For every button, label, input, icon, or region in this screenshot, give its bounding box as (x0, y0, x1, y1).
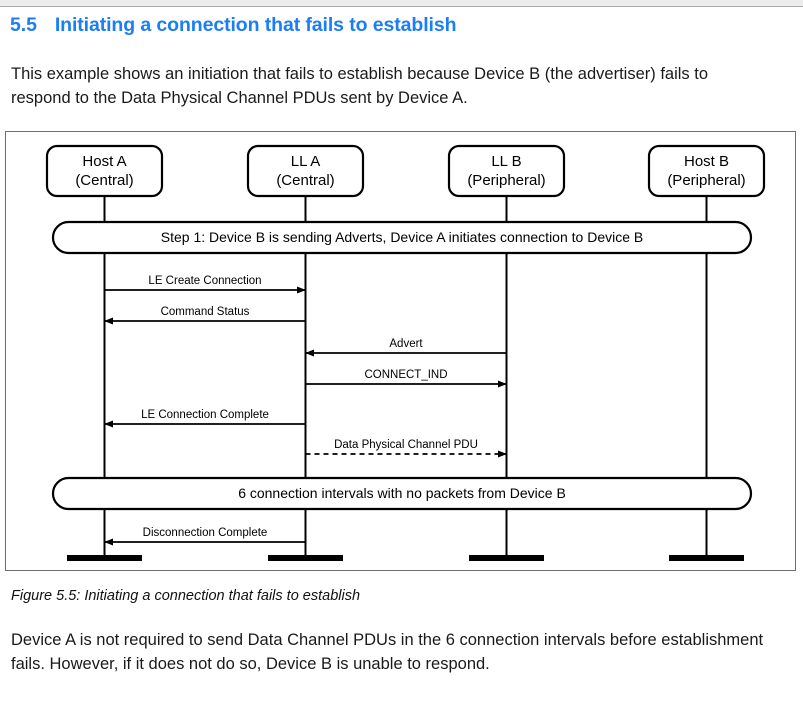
banner-six-connection-intervals: 6 connection intervals with no packets f… (51, 476, 753, 511)
closing-paragraph: Device A is not required to send Data Ch… (11, 631, 764, 673)
lifeline-head-ll-a-line2: (Central) (276, 172, 334, 189)
lifeline-head-ll-a: LL A (Central) (246, 144, 365, 198)
message-disconnection-complete-label: Disconnection Complete (143, 527, 268, 539)
section-number: 5.5 (10, 14, 37, 36)
banner-step-1-label: Step 1: Device B is sending Adverts, Dev… (161, 229, 643, 245)
message-le-create-connection: LE Create Connection (104, 275, 306, 294)
page-title: 5.5 Initiating a connection that fails to… (10, 14, 790, 37)
message-data-physical-channel-pdu-label: Data Physical Channel PDU (334, 439, 478, 451)
message-command-status: Command Status (104, 306, 306, 325)
sequence-diagram-canvas: Host A (Central) LL A (Central) LL B (Pe… (45, 144, 766, 561)
message-disconnection-complete: Disconnection Complete (104, 527, 306, 546)
banner-step-1: Step 1: Device B is sending Adverts, Dev… (51, 220, 753, 255)
lifeline-head-host-b-line1: Host B (684, 153, 729, 170)
message-data-physical-channel-pdu: Data Physical Channel PDU (305, 439, 507, 458)
message-command-status-label: Command Status (161, 306, 250, 318)
lifeline-head-host-a-line2: (Central) (75, 172, 133, 189)
lifeline-head-host-b-line2: (Peripheral) (667, 172, 745, 189)
lifeline-head-host-a-line1: Host A (82, 153, 126, 170)
lifeline-head-ll-a-line1: LL A (291, 153, 320, 170)
lifeline-head-host-b: Host B (Peripheral) (647, 144, 766, 198)
banner-six-connection-intervals-label: 6 connection intervals with no packets f… (238, 485, 566, 501)
lifeline-head-host-a: Host A (Central) (45, 144, 164, 198)
message-advert: Advert (305, 338, 507, 357)
message-le-connection-complete: LE Connection Complete (104, 409, 306, 428)
lifeline-head-ll-b-line2: (Peripheral) (467, 172, 545, 189)
sequence-diagram-figure: Host A (Central) LL A (Central) LL B (Pe… (5, 131, 796, 571)
message-advert-label: Advert (389, 338, 423, 350)
figure-caption: Figure 5.5: Initiating a connection that… (11, 588, 361, 604)
lifeline-head-ll-b: LL B (Peripheral) (447, 144, 566, 198)
message-connect-ind: CONNECT_IND (305, 369, 507, 388)
section-title-text: Initiating a connection that fails to es… (54, 14, 457, 36)
message-connect-ind-label: CONNECT_IND (364, 369, 447, 381)
message-le-connection-complete-label: LE Connection Complete (141, 409, 269, 421)
intro-paragraph: This example shows an initiation that fa… (11, 65, 709, 107)
page-top-strip (0, 0, 803, 7)
message-le-create-connection-label: LE Create Connection (148, 275, 261, 287)
lifeline-head-ll-b-line1: LL B (491, 153, 521, 170)
